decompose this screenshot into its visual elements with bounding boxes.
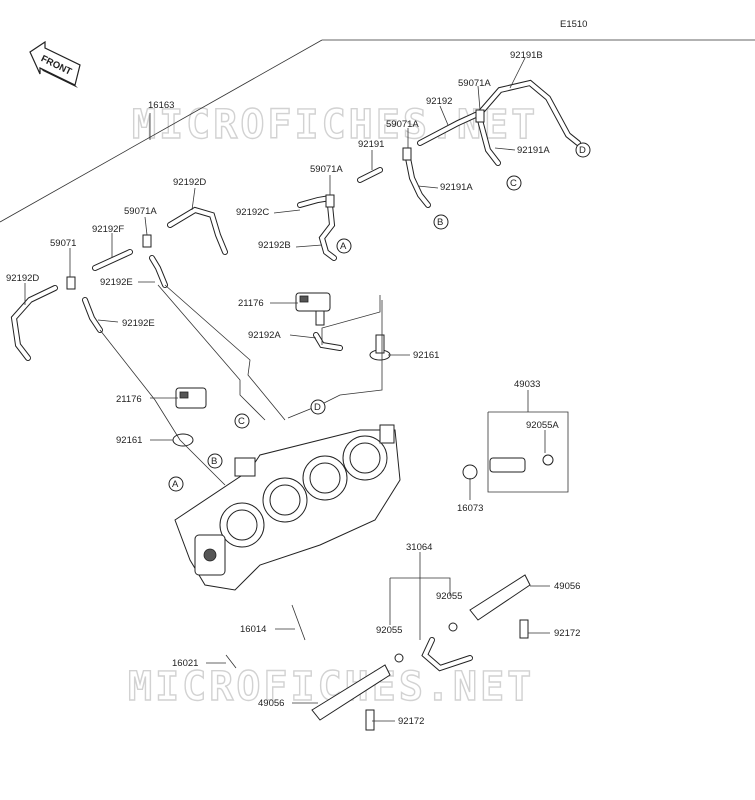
label-59071A-3: 59071A <box>310 164 343 175</box>
label-16073: 16073 <box>457 503 483 514</box>
front-arrow-icon: FRONT <box>29 40 81 88</box>
label-92192D-left: 92192D <box>6 273 39 284</box>
connector-b: B B <box>207 214 449 469</box>
fuel-rail-right <box>469 574 531 639</box>
pressure-sensor-top <box>295 292 331 326</box>
label-92055-right: 92055 <box>436 591 462 602</box>
label-92192E-1: 92192E <box>100 277 133 288</box>
label-59071A-2: 59071A <box>386 119 419 130</box>
svg-text:D: D <box>579 145 586 156</box>
connector-a: A A <box>168 238 352 492</box>
assembly-frame <box>0 39 755 223</box>
label-92192E-2: 92192E <box>122 318 155 329</box>
label-92191A-2: 92191A <box>440 182 473 193</box>
label-92055-left: 92055 <box>376 625 402 636</box>
label-49056-left: 49056 <box>258 698 284 709</box>
screw-16014 <box>291 604 306 641</box>
t-joints <box>66 109 485 290</box>
vacuum-hoses <box>10 79 581 361</box>
label-92161-right: 92161 <box>413 350 439 361</box>
part-labels: 16163 92191B 59071A 92192 59071A 92191 9… <box>6 50 580 727</box>
label-92191B: 92191B <box>510 50 543 61</box>
label-92055A: 92055A <box>526 420 559 431</box>
label-16163: 16163 <box>148 100 174 111</box>
label-92191: 92191 <box>358 139 384 150</box>
label-16014: 16014 <box>240 624 266 635</box>
label-92172-left: 92172 <box>398 716 424 727</box>
label-92192C: 92192C <box>236 207 269 218</box>
throttle-body-assembly <box>174 424 401 591</box>
injector-assembly <box>462 411 569 493</box>
label-21176-left: 21176 <box>116 394 142 405</box>
label-92192-top: 92192 <box>426 96 452 107</box>
diagram-code: E1510 <box>560 19 587 30</box>
label-59071A-1: 59071A <box>458 78 491 89</box>
fuel-pipe <box>394 622 473 672</box>
screw-16021 <box>225 654 237 669</box>
svg-text:A: A <box>340 241 347 252</box>
seal-right <box>369 334 391 361</box>
watermark-top: MICROFICHES.NET <box>132 102 538 148</box>
seal-left <box>172 433 194 447</box>
label-16021: 16021 <box>172 658 198 669</box>
fuel-rail-left <box>311 664 391 731</box>
label-92192A: 92192A <box>248 330 281 341</box>
svg-text:A: A <box>172 479 179 490</box>
label-21176-top: 21176 <box>238 298 264 309</box>
label-92192D-top: 92192D <box>173 177 206 188</box>
label-49056-right: 49056 <box>554 581 580 592</box>
label-59071A-4: 59071A <box>124 206 157 217</box>
label-59071: 59071 <box>50 238 76 249</box>
label-92192F: 92192F <box>92 224 124 235</box>
leader-lines <box>24 57 550 722</box>
label-92191A-1: 92191A <box>517 145 550 156</box>
label-92161-left: 92161 <box>116 435 142 446</box>
label-31064: 31064 <box>406 542 432 553</box>
connector-d: D D <box>310 142 591 415</box>
svg-text:B: B <box>437 217 443 228</box>
svg-text:C: C <box>238 416 245 427</box>
svg-text:C: C <box>510 178 517 189</box>
connector-c: C C <box>234 175 522 429</box>
svg-text:D: D <box>314 402 321 413</box>
label-49033: 49033 <box>514 379 540 390</box>
label-92172-right: 92172 <box>554 628 580 639</box>
label-92192B: 92192B <box>258 240 291 251</box>
pressure-sensor-left <box>175 387 207 409</box>
svg-text:B: B <box>211 456 217 467</box>
